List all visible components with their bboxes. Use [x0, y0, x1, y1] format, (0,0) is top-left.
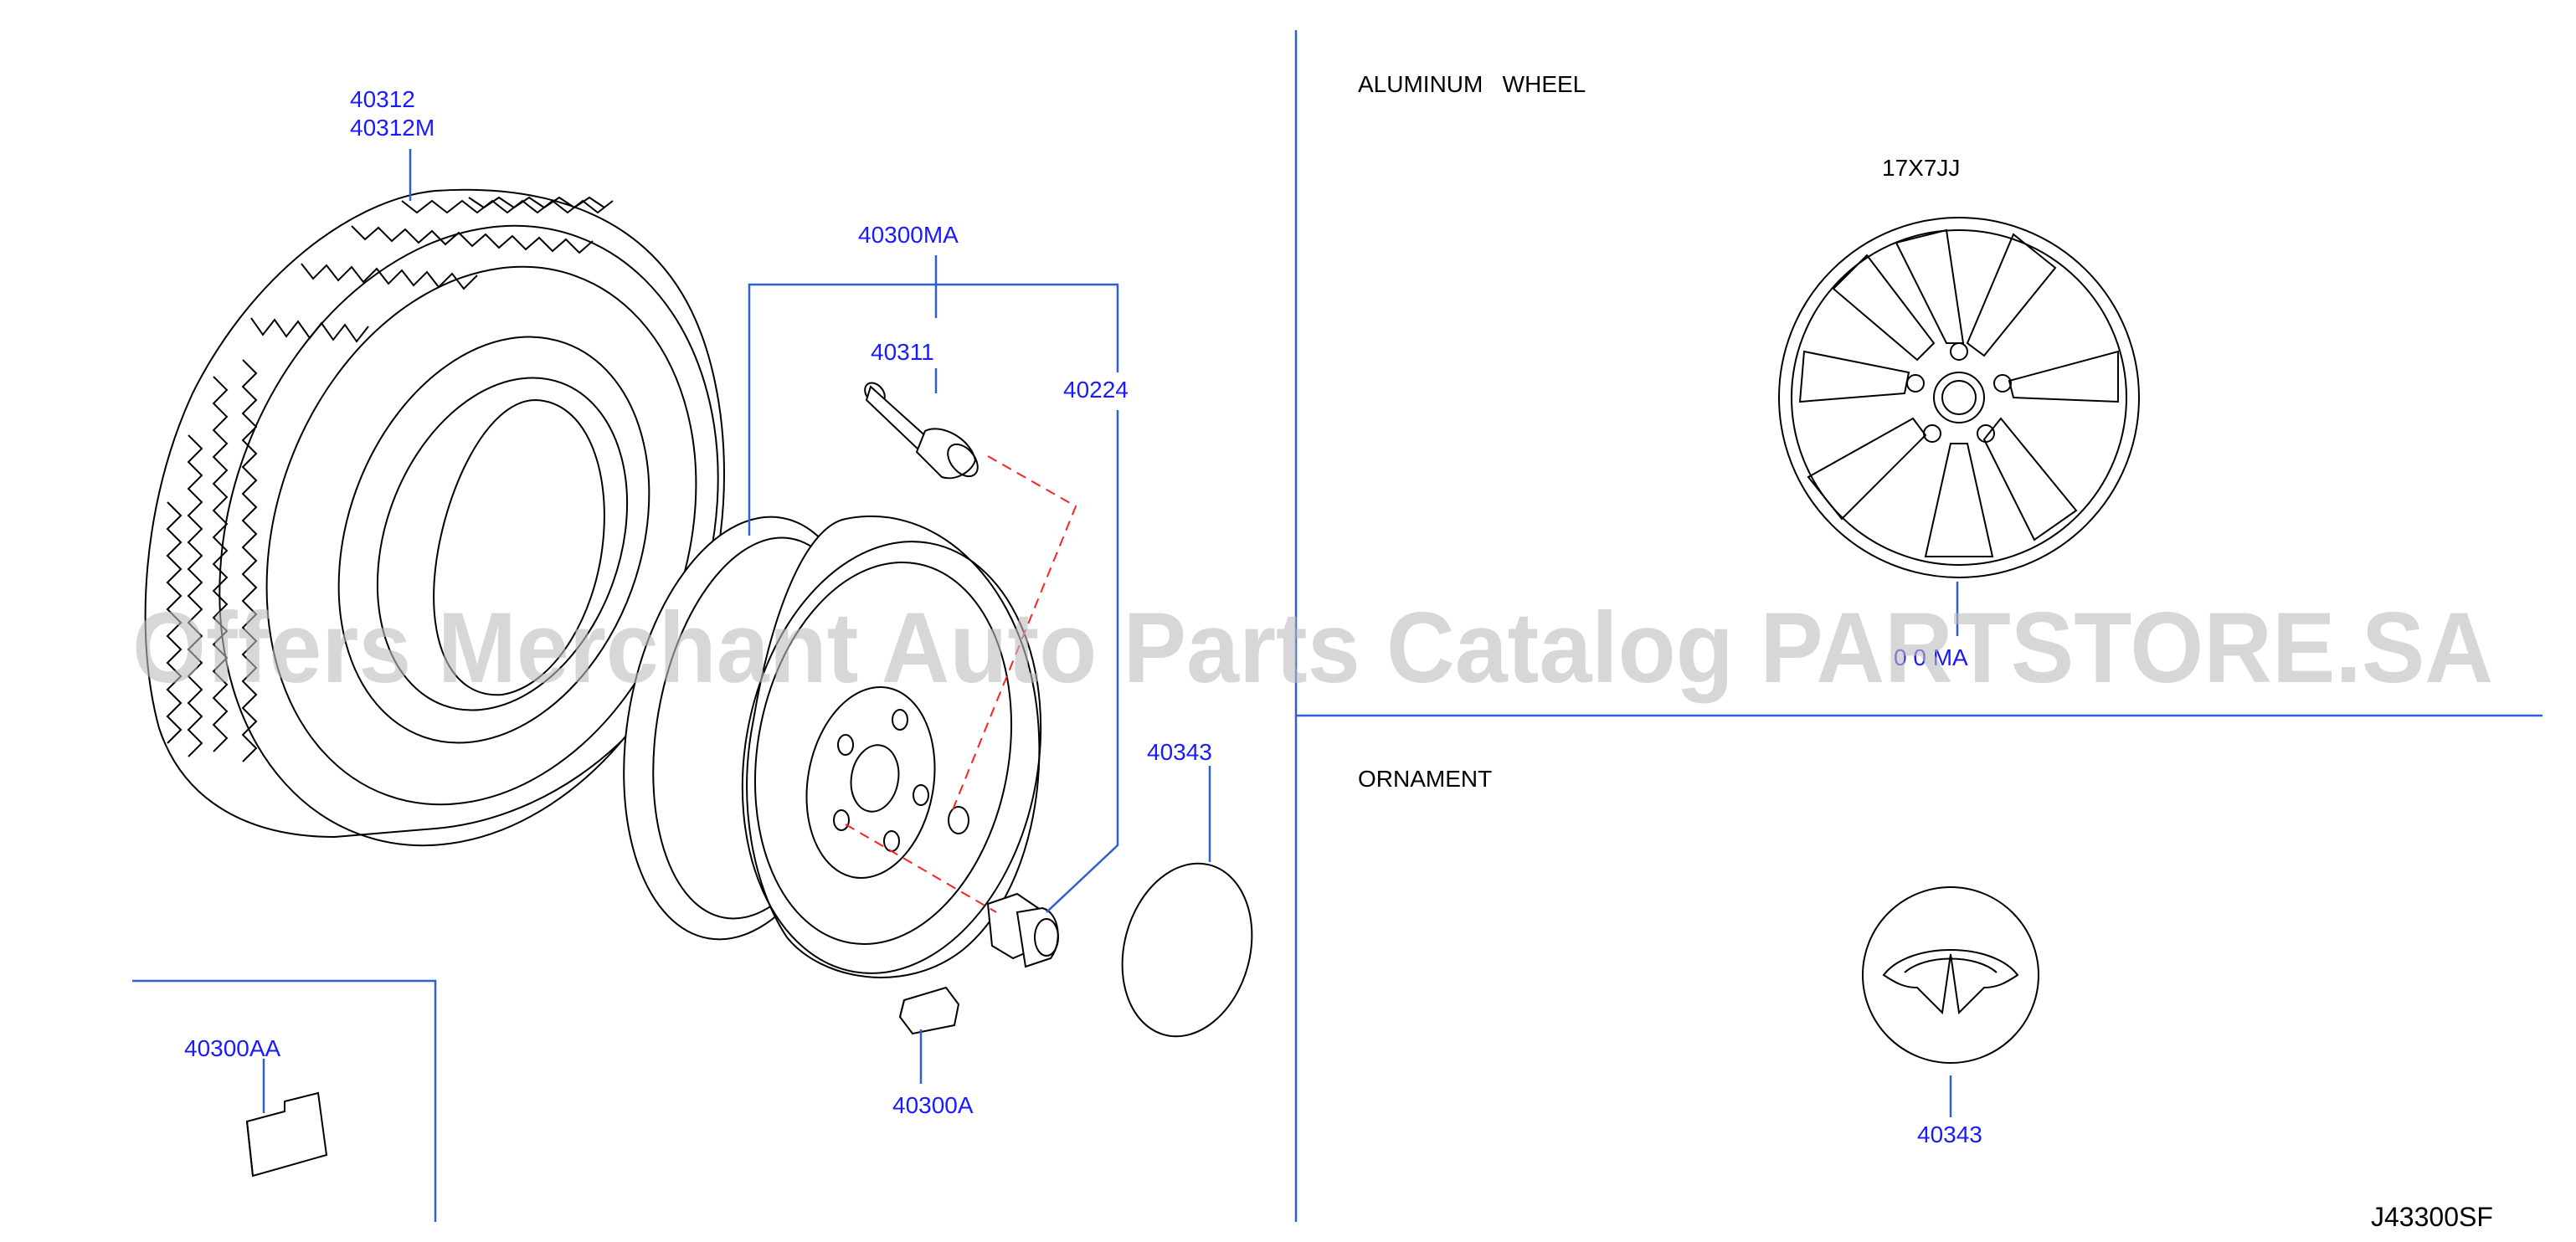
valve-alignment-line — [949, 455, 1077, 817]
callout-valve: 40311 — [871, 339, 934, 365]
center-cap-drawing — [1121, 862, 1253, 1038]
aluminum-wheel-partial-label: 0 0 MA — [1894, 644, 1968, 670]
nut-alignment-line — [845, 824, 997, 913]
callout-tire-2: 40312M — [350, 115, 434, 141]
reference-code: J43300SF — [2371, 1202, 2493, 1232]
callout-balance-weight-a: 40300A — [892, 1092, 974, 1118]
wheel-drawing — [623, 515, 1042, 978]
balance-weight-a-drawing — [898, 986, 960, 1035]
callout-lug-nut: 40224 — [1063, 377, 1129, 403]
leader-wheel-assy-bracket — [748, 283, 1119, 536]
callout-balance-weight-aa: 40300AA — [184, 1035, 281, 1061]
lug-nut-drawing — [986, 892, 1059, 968]
callout-tire-1: 40312 — [350, 86, 415, 112]
callout-wheel-assy: 40300MA — [858, 222, 959, 248]
tire-drawing — [144, 188, 725, 847]
wheel-size-label: 17X7JJ — [1882, 155, 1960, 181]
inset-box-border — [132, 979, 437, 1222]
ornament-drawing — [1862, 886, 2039, 1064]
leader-lug-nut — [1046, 410, 1119, 913]
aluminum-wheel-drawing — [1778, 217, 2140, 578]
callout-ornament: 40343 — [1917, 1121, 1982, 1147]
balance-weight-aa-drawing — [245, 1091, 328, 1178]
valve-stem-drawing — [864, 382, 979, 480]
aluminum-wheel-title: ALUMINUM WHEEL — [1358, 71, 1586, 97]
callout-center-cap: 40343 — [1147, 739, 1212, 765]
watermark: Offers Merchant Auto Parts Catalog PARTS… — [132, 592, 2493, 704]
ornament-title: ORNAMENT — [1358, 766, 1492, 792]
